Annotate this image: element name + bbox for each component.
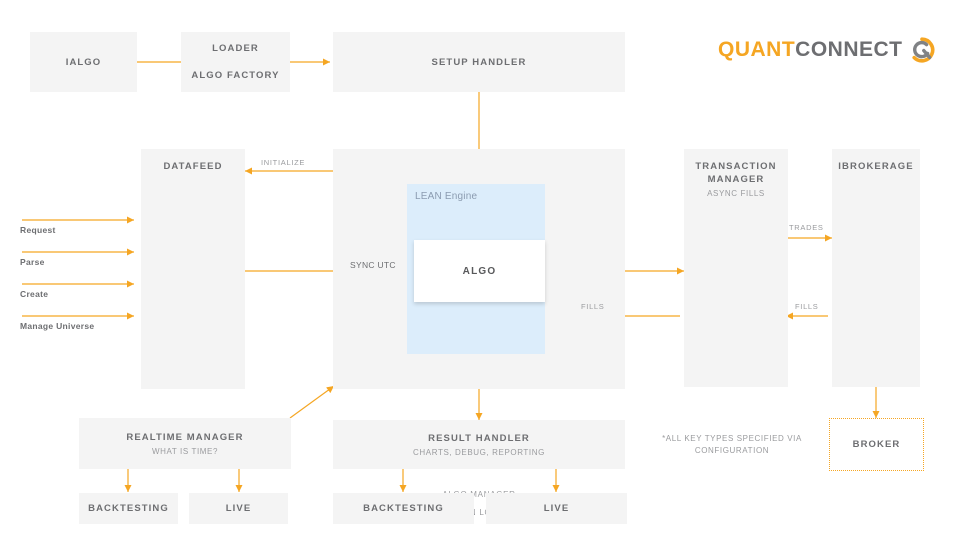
flow-label-create: Create [20,289,49,299]
box-datafeed[interactable]: DATAFEED [141,149,245,389]
box-result-live[interactable]: LIVE [486,493,627,524]
box-result-handler-sub: CHARTS, DEBUG, REPORTING [413,448,545,457]
edge-label-trades: TRADES [789,223,824,232]
logo-text-connect: CONNECT [795,38,903,61]
box-transaction-manager-title: TRANSACTION MANAGER [695,161,777,185]
box-realtime-manager[interactable]: REALTIME MANAGER WHAT IS TIME? [79,418,291,469]
box-result-handler-title: RESULT HANDLER [428,433,530,444]
box-algo-title: ALGO [462,265,497,277]
lean-engine-label: LEAN Engine [415,191,478,202]
box-realtime-manager-sub: WHAT IS TIME? [151,447,219,456]
box-algo-factory-title: ALGO FACTORY [191,70,280,81]
box-transaction-manager-sub: ASYNC FILLS [707,189,765,198]
box-realtime-live[interactable]: LIVE [189,493,288,524]
engine-main-loop-caption: MAIN LOOP [453,508,505,517]
box-setup-handler-title: SETUP HANDLER [431,57,527,68]
box-ialgo[interactable]: IALGO [30,32,137,92]
flow-label-parse: Parse [20,257,45,267]
box-realtime-manager-title: REALTIME MANAGER [126,432,244,443]
quantconnect-circle-icon [908,36,936,64]
box-result-backtesting-title: BACKTESTING [363,503,444,514]
logo-text-quant: QUANT [718,38,796,61]
edge-label-sync-utc: SYNC UTC [350,260,396,270]
box-result-live-title: LIVE [543,503,570,514]
edge-label-fills-right: FILLS [795,302,819,311]
box-ibrokerage-title: IBROKERAGE [838,161,914,172]
box-datafeed-title: DATAFEED [163,161,223,172]
box-setup-handler[interactable]: SETUP HANDLER [333,32,625,92]
box-realtime-backtesting[interactable]: BACKTESTING [79,493,178,524]
flow-label-manage-universe: Manage Universe [20,321,95,331]
box-ialgo-title: IALGO [65,56,102,68]
box-loader-title: LOADER [212,43,259,54]
engine-algo-manager-caption: ALGO MANAGER [442,490,516,499]
box-realtime-backtesting-title: BACKTESTING [88,503,169,514]
box-algo[interactable]: ALGO [414,240,545,302]
box-broker-title: BROKER [852,439,901,450]
box-transaction-manager[interactable]: TRANSACTION MANAGER ASYNC FILLS [684,149,788,387]
box-realtime-live-title: LIVE [225,503,252,514]
box-result-handler[interactable]: RESULT HANDLER CHARTS, DEBUG, REPORTING [333,420,625,469]
box-ibrokerage[interactable]: IBROKERAGE [832,149,920,387]
box-result-backtesting[interactable]: BACKTESTING [333,493,474,524]
edge-label-initialize: INITIALIZE [261,158,306,167]
box-loader[interactable]: LOADER ALGO FACTORY [181,32,290,92]
quantconnect-logo: QUANT CONNECT [718,36,936,64]
box-broker[interactable]: BROKER [829,418,924,471]
configuration-note: *ALL KEY TYPES SPECIFIED VIA CONFIGURATI… [662,434,802,455]
edge-label-fills-mid: FILLS [581,302,605,311]
flow-label-request: Request [20,225,56,235]
